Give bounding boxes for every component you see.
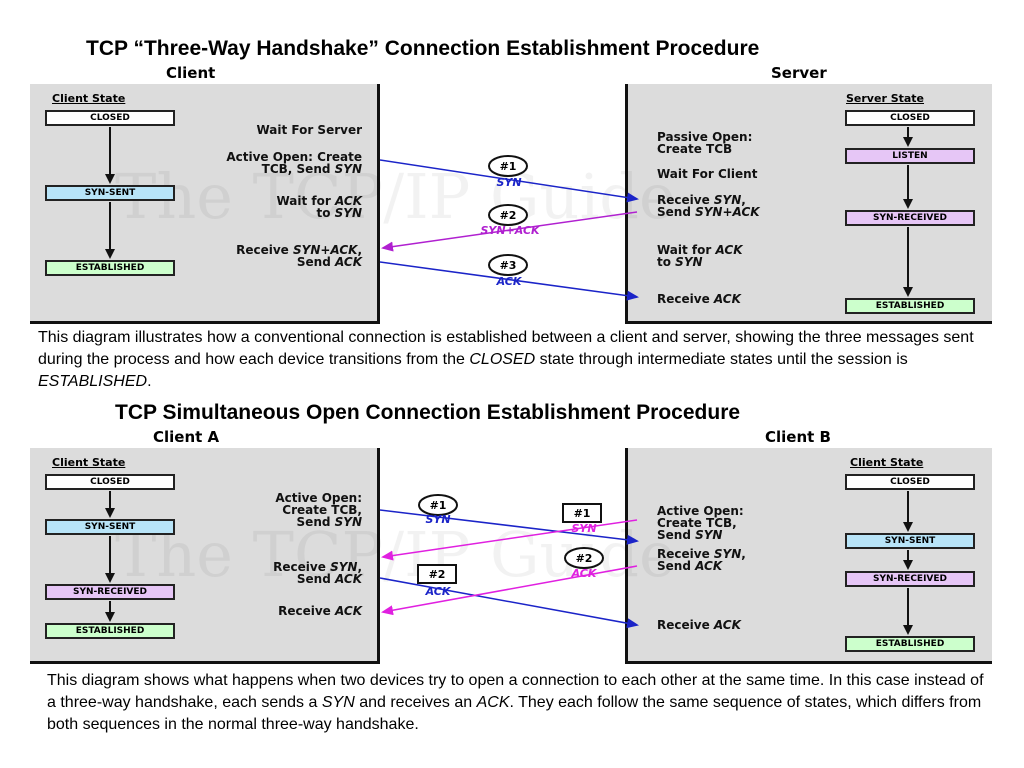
- top-client-state-established: ESTABLISHED: [45, 260, 175, 276]
- bottom-a-receive-ack-label: Receive ACK: [278, 604, 362, 618]
- bottom-a-msg-2-num: #2: [429, 568, 446, 581]
- bottom-a-state-header: Client State: [52, 456, 126, 469]
- bottom-a-msg-2-badge: [417, 564, 457, 584]
- bottom-a-msg-1-num: #1: [430, 499, 447, 512]
- top-server-passive-open-label: Passive Open:Create TCB: [657, 130, 753, 156]
- bottom-a-state-closed: CLOSED: [45, 474, 175, 490]
- bottom-b-msg-1-badge: [562, 503, 602, 523]
- bottom-a-state-syn-received: SYN-RECEIVED: [45, 584, 175, 600]
- bottom-b-syn-arrow: [381, 519, 638, 561]
- bottom-a-msg-2-label: ACK: [425, 585, 452, 598]
- bottom-a-msg-1-badge: [418, 494, 458, 516]
- top-server-state-established: ESTABLISHED: [845, 298, 975, 314]
- bottom-b-msg-2-num: #2: [576, 552, 593, 565]
- top-watermark: The TCP/IP Guide: [115, 160, 676, 233]
- bottom-b-state-syn-received: SYN-RECEIVED: [845, 571, 975, 587]
- bottom-a-state-established: ESTABLISHED: [45, 623, 175, 639]
- bottom-title: TCP Simultaneous Open Connection Establi…: [115, 401, 741, 424]
- top-server-state-syn-received: SYN-RECEIVED: [845, 210, 975, 226]
- bottom-b-receive-syn-label: Receive SYN,Send ACK: [657, 547, 746, 573]
- bottom-client-b-header: Client B: [765, 428, 831, 446]
- top-msg-2-label: SYN+ACK: [480, 224, 541, 237]
- bottom-b-msg-2-badge: [564, 547, 604, 569]
- bottom-a-state-syn-sent: SYN-SENT: [45, 519, 175, 535]
- top-server-receive-syn-label: Receive SYN,Send SYN+ACK: [657, 193, 760, 219]
- bottom-a-receive-syn-label: Receive SYN,Send ACK: [273, 560, 362, 586]
- top-server-state-listen: LISTEN: [845, 148, 975, 164]
- top-msg-3-badge: [488, 254, 528, 276]
- top-msg-2-badge: [488, 204, 528, 226]
- top-client-wait-label: Wait For Server: [256, 123, 362, 137]
- top-client-state-header: Client State: [52, 92, 126, 105]
- bottom-a-ack-arrow: [379, 577, 639, 629]
- top-msg-syn-arrow: [379, 159, 639, 203]
- bottom-b-state-closed: CLOSED: [845, 474, 975, 490]
- top-msg-1-badge: [488, 155, 528, 177]
- bottom-b-state-header: Client State: [850, 456, 924, 469]
- top-server-receive-ack-label: Receive ACK: [657, 292, 741, 306]
- bottom-b-msg-1-num: #1: [574, 507, 591, 520]
- top-server-header: Server: [771, 64, 827, 82]
- bottom-a-msg-1-label: SYN: [425, 513, 450, 526]
- top-msg-2-num: #2: [500, 209, 517, 222]
- top-server-state-header: Server State: [846, 92, 925, 105]
- top-client-state-closed: CLOSED: [45, 110, 175, 126]
- top-server-state-closed: CLOSED: [845, 110, 975, 126]
- bottom-description: This diagram shows what happens when two…: [47, 672, 984, 733]
- top-client-receive-label: Receive SYN+ACK,Send ACK: [236, 243, 362, 269]
- top-client-state-syn-sent: SYN-SENT: [45, 185, 175, 201]
- bottom-b-active-open-label: Active Open:Create TCB,Send SYN: [657, 504, 744, 542]
- bottom-b-state-established: ESTABLISHED: [845, 636, 975, 652]
- bottom-b-msg-1-label: SYN: [571, 522, 596, 535]
- bottom-b-ack-arrow: [381, 565, 638, 616]
- top-msg-3-num: #3: [500, 259, 517, 272]
- top-client-header: Client: [166, 64, 216, 82]
- top-msg-3-label: ACK: [496, 275, 523, 288]
- bottom-b-receive-ack-label: Receive ACK: [657, 618, 741, 632]
- top-msg-1-num: #1: [500, 160, 517, 173]
- bottom-b-state-syn-sent: SYN-SENT: [845, 533, 975, 549]
- top-title: TCP “Three-Way Handshake” Connection Est…: [86, 37, 760, 60]
- bottom-a-syn-arrow: [379, 509, 639, 545]
- top-msg-ack-arrow: [379, 261, 639, 301]
- top-msg-1-label: SYN: [496, 176, 521, 189]
- bottom-b-msg-2-label: ACK: [571, 567, 598, 580]
- bottom-client-a-header: Client A: [153, 428, 220, 446]
- top-description: This diagram illustrates how a conventio…: [38, 329, 974, 390]
- top-msg-synack-arrow: [381, 211, 638, 252]
- bottom-a-active-open-label: Active Open:Create TCB,Send SYN: [275, 491, 362, 529]
- top-server-wait-client-label: Wait For Client: [657, 167, 758, 181]
